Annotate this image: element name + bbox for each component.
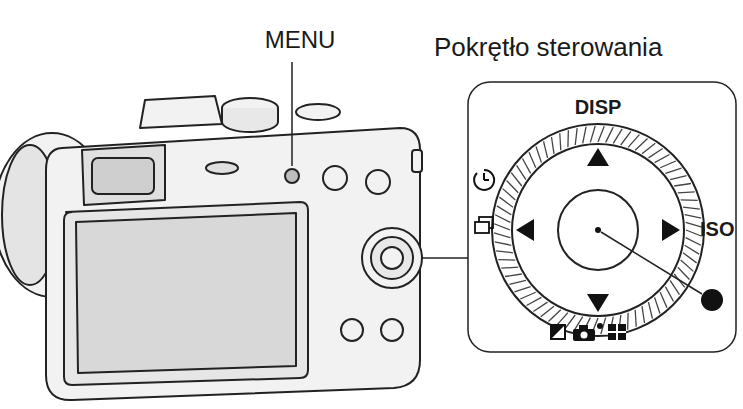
part-label: MENU (265, 26, 336, 54)
button-label: DISP (575, 96, 622, 119)
leader-line (422, 257, 468, 259)
control-wheel-drawing (430, 32, 740, 357)
inset-heading: Pokrętło sterowania (434, 32, 662, 63)
button-label: ISO (700, 218, 734, 241)
control-wheel-inset: Pokrętło sterowaniaDISP ISO (430, 32, 740, 357)
leader-line (291, 62, 293, 166)
